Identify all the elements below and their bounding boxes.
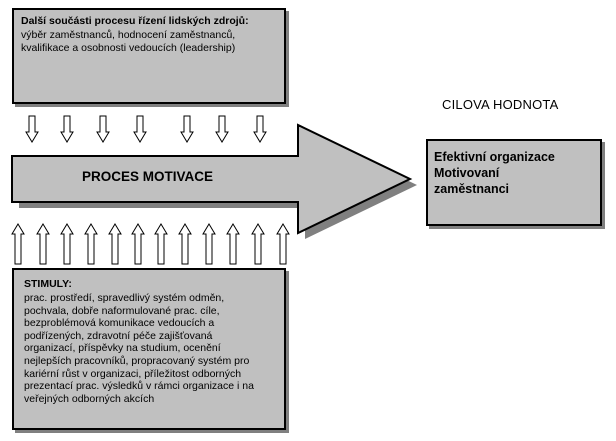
process-label: PROCES MOTIVACE [82, 169, 214, 184]
text-line: kvalifikace a osobnosti vedoucích (leade… [21, 41, 236, 54]
text-line: prezentací prac. výsledků v rámci organi… [24, 380, 254, 393]
other-hr-components-text: výběr zaměstnanců, hodnocení zaměstnanců… [21, 29, 277, 54]
process-arrow [11, 123, 417, 239]
goal-box: Efektivní organizace Motivovaní zaměstna… [426, 139, 602, 226]
text-line: prac. prostředí, spravedlivý systém odmě… [24, 292, 225, 304]
up-arrow-icon [36, 223, 50, 265]
text-line: pochvala, dobře naformulované prac. cíle… [24, 304, 220, 317]
up-arrow-icon [131, 223, 145, 265]
down-arrows [25, 115, 267, 143]
text-line: podřízených, zdravotní péče zajišťovaná [24, 329, 213, 342]
down-arrow-icon [253, 115, 267, 143]
up-arrow-icon [251, 223, 265, 265]
up-arrows [11, 223, 290, 265]
down-arrow-icon [60, 115, 74, 143]
goal-line: zaměstnanci [434, 182, 510, 196]
goal-label: CILOVA HODNOTA [442, 97, 559, 112]
down-arrow-icon [133, 115, 147, 143]
text-line: bezproblémová komunikace vedoucích a [24, 317, 215, 330]
down-arrow-icon [180, 115, 194, 143]
stimuli-text: prac. prostředí, spravedlivý systém odmě… [24, 292, 274, 405]
other-hr-components-box: Další součásti procesu řízení lidských z… [12, 8, 286, 104]
up-arrow-icon [276, 223, 290, 265]
up-arrow-icon [202, 223, 216, 265]
other-hr-components-heading: Další součásti procesu řízení lidských z… [21, 15, 249, 27]
text-line: nejlepších pracovníků, propracovaný syst… [24, 354, 250, 367]
text-line: kariérní růst v organizaci, příležitost … [24, 367, 242, 380]
down-arrow-icon [25, 115, 39, 143]
up-arrow-icon [108, 223, 122, 265]
up-arrow-icon [154, 223, 168, 265]
stimuli-box: STIMULY: prac. prostředí, spravedlivý sy… [12, 268, 286, 430]
text-line: výběr zaměstnanců, hodnocení zaměstnanců… [21, 29, 236, 41]
goal-line: Efektivní organizace [434, 150, 555, 164]
down-arrow-icon [215, 115, 229, 143]
up-arrow-icon [178, 223, 192, 265]
goal-line: Motivovaní [434, 166, 500, 180]
up-arrow-icon [60, 223, 74, 265]
up-arrow-icon [226, 223, 240, 265]
up-arrow-icon [84, 223, 98, 265]
text-line: organizací, příspěvky na studium, oceněn… [24, 342, 221, 355]
up-arrow-icon [11, 223, 25, 265]
text-line: veřejných odborných akcích [24, 392, 155, 405]
stimuli-heading: STIMULY: [24, 278, 72, 290]
down-arrow-icon [96, 115, 110, 143]
